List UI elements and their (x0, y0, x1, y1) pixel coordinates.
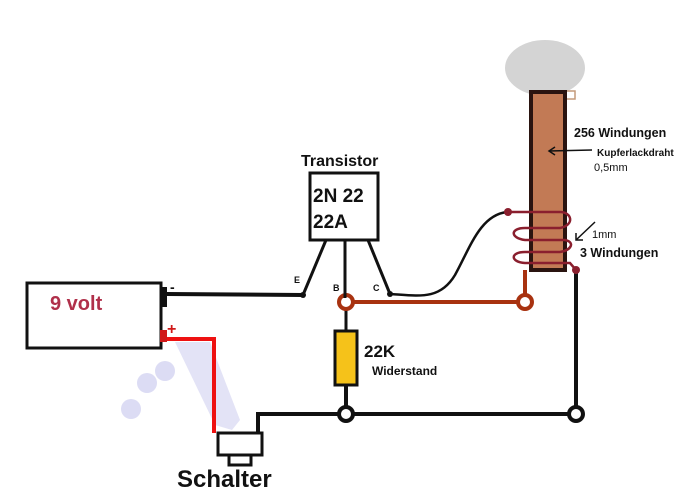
primary-annotation-arrow (548, 149, 593, 152)
junction-rail-left (337, 405, 355, 423)
resistor-value: 22K (364, 342, 396, 361)
primary-coil-rod (529, 90, 567, 272)
transistor-part-line1: 2N 22 (313, 186, 364, 207)
transistor-emitter-leg (301, 239, 328, 296)
switch-body (216, 431, 264, 457)
wire-negative-emitter (166, 292, 304, 297)
secondary-turns-label: 3 Windungen (580, 246, 658, 260)
transistor-title: Transistor (301, 153, 378, 170)
battery-negative-terminal (160, 287, 167, 307)
wire-collector-coil (389, 210, 508, 297)
secondary-tap-dot (504, 208, 512, 216)
primary-wire-label: Kupferlackdraht (597, 148, 674, 159)
arrowhead-icon (575, 233, 583, 241)
battery-plus-sign: + (167, 321, 176, 338)
junction-rail-right (567, 405, 585, 423)
transistor-collector-leg (366, 239, 392, 295)
secondary-winding (508, 210, 577, 271)
battery-positive-terminal (160, 330, 167, 342)
battery-body (25, 281, 163, 350)
primary-turns-label: 256 Windungen (574, 126, 666, 140)
secondary-end-dot (572, 266, 580, 274)
secondary-annotation-arrow (575, 221, 596, 241)
pin-label-emitter: E (294, 275, 300, 285)
junction-coil-base (516, 293, 534, 311)
switch-label: Schalter (177, 466, 272, 493)
battery-label: 9 volt (50, 293, 103, 315)
watermark (121, 342, 240, 430)
transistor-body (308, 171, 380, 242)
switch-button (227, 453, 253, 467)
wire-positive-switch (167, 337, 216, 433)
battery-minus-sign: - (170, 279, 175, 295)
pin-label-base: B (333, 283, 340, 293)
top-load-cap (505, 40, 585, 96)
battery: 9 volt - + (25, 279, 176, 350)
switch: Schalter (177, 431, 272, 493)
coil-assembly: 256 Windungen Kupferlackdraht 0,5mm 1mm … (504, 40, 674, 274)
resistor-body (333, 329, 359, 387)
secondary-gauge-label: 1mm (592, 229, 616, 241)
resistor-name: Widerstand (372, 364, 437, 378)
transistor-part-line2: 22A (313, 212, 348, 233)
transistor: Transistor 2N 22 22A E B C (294, 153, 392, 298)
arrowhead-icon (547, 146, 556, 156)
pin-label-collector: C (373, 283, 380, 293)
junctions (300, 291, 585, 423)
primary-gauge-label: 0,5mm (594, 162, 628, 174)
resistor: 22K Widerstand (333, 329, 437, 387)
wire-bottom-rail (256, 412, 576, 433)
